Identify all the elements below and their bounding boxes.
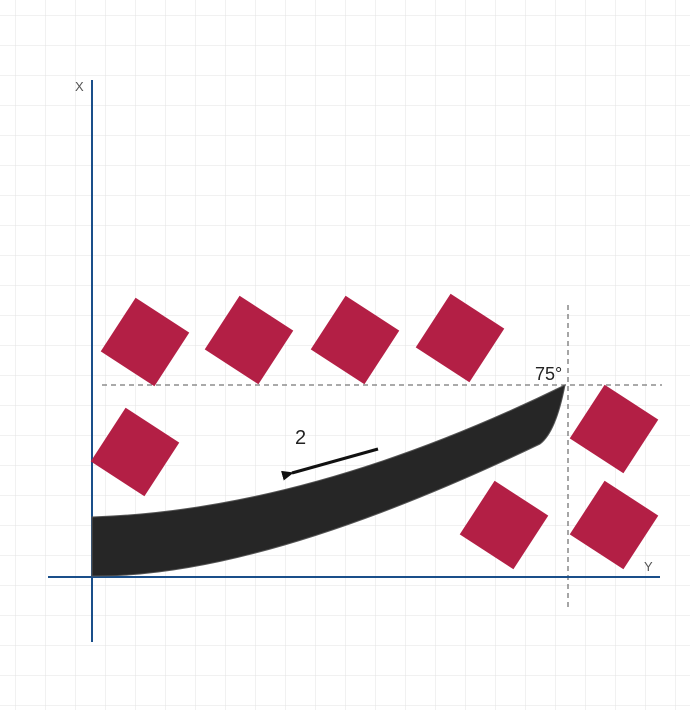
square — [569, 384, 659, 474]
square — [459, 480, 549, 570]
square — [569, 480, 659, 570]
direction-arrow — [281, 447, 379, 481]
arrow-label: 2 — [295, 427, 306, 449]
square — [204, 295, 294, 385]
square — [415, 293, 505, 383]
square — [100, 297, 190, 387]
horizontal-axis-label: Y — [644, 559, 653, 574]
square — [90, 407, 180, 497]
squares-group — [90, 293, 659, 570]
vertical-axis-label: X — [75, 79, 84, 94]
angle-label: 75° — [535, 364, 562, 384]
curved-blade — [91, 384, 566, 577]
square — [310, 295, 400, 385]
